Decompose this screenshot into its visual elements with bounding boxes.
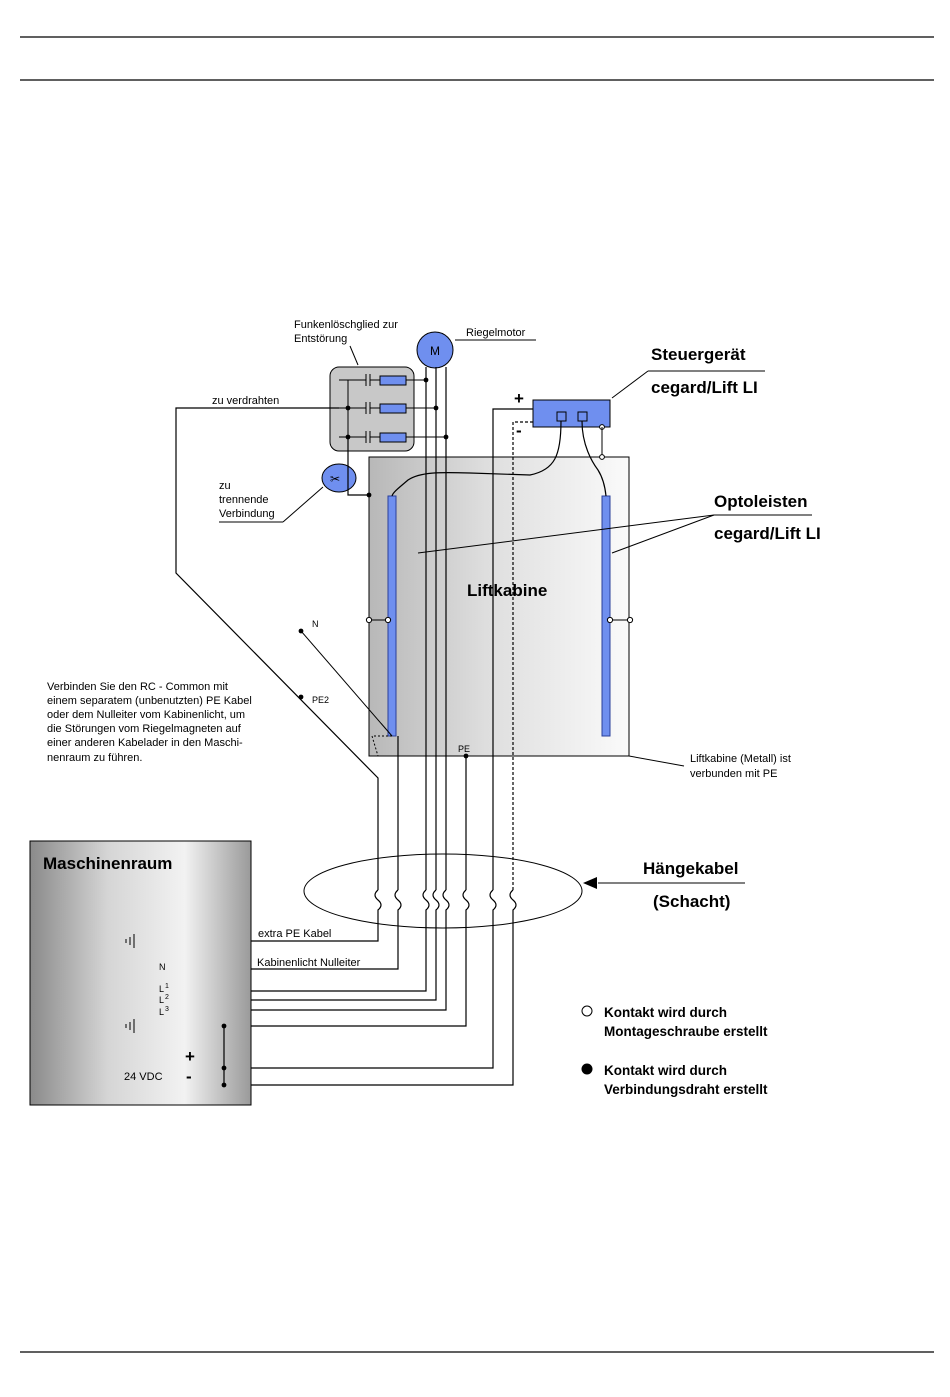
cable-wires [134,889,517,1086]
ground-icon [125,1019,135,1033]
svg-text:Verbinden Sie den RC - Common: Verbinden Sie den RC - Common mit [47,681,228,693]
mr-n-label: N [159,962,166,972]
zu-trennende-3: Verbindung [219,508,275,520]
optoleisten-model: cegard/Lift LI [714,524,821,543]
contact-open [365,616,373,624]
funken-label-1: Funkenlöschglied zur [294,319,398,331]
svg-text:die Störungen vom Riegelmagnet: die Störungen vom Riegelmagneten auf [47,723,242,735]
contact-open [606,616,614,624]
steuergeraet-label: Steuergerät [651,345,746,364]
legend-filled-contact-icon [581,1063,593,1075]
legend-filled-1: Kontakt wird durch [604,1063,727,1078]
pe2-label: PE2 [312,695,329,705]
extra-pe-label: extra PE Kabel [258,928,331,940]
svg-text:einer anderen Kabelader in den: einer anderen Kabelader in den Maschi- [47,737,243,749]
vdc-label: 24 VDC [124,1071,163,1083]
steuergeraet-model: cegard/Lift LI [651,378,758,397]
pe-label: PE [458,744,470,754]
optoleiste-left [387,495,397,737]
rc-element-rows [339,374,446,443]
zu-trennende-2: trennende [219,494,269,506]
minus-top: - [516,421,522,440]
motor-wires [423,367,449,890]
l1-sup: 1 [165,983,169,990]
haengekabel-label: Hängekabel [643,859,738,878]
mr-minus: - [186,1067,192,1086]
scissors-icon: ✂ [330,472,340,486]
plus-top: + [514,389,524,408]
metall-note-2: verbunden mit PE [690,768,777,780]
note-block: Verbinden Sie den RC - Common mit einem … [47,681,252,764]
n-small-label: N [312,619,319,629]
svg-text:oder dem Nulleiter vom Kabinen: oder dem Nulleiter vom Kabinenlicht, um [47,709,245,721]
contact-open [384,616,392,624]
liftkabine-label: Liftkabine [467,581,547,600]
metall-note-1: Liftkabine (Metall) ist [690,753,791,765]
arrow-haengekabel [583,877,597,889]
l3-label: L [159,1007,164,1017]
kabinenlicht-label: Kabinenlicht Nulleiter [257,957,361,969]
svg-text:einem separatem (unbenutzten): einem separatem (unbenutzten) PE Kabel [47,695,252,707]
optoleisten-label: Optoleisten [714,492,808,511]
funken-label-2: Entstörung [294,333,347,345]
legend-open-1: Kontakt wird durch [604,1005,727,1020]
legend-open-2: Montageschraube erstellt [604,1024,768,1039]
rc-filter-box [329,366,415,452]
ground-icon [125,934,135,948]
maschinenraum-box [29,840,252,1106]
schacht-label: (Schacht) [653,892,730,911]
riegelmotor-label: Riegelmotor [466,327,526,339]
haengekabel-ellipse [303,853,583,929]
l3-sup: 3 [165,1006,169,1013]
svg-text:nenraum zu führen.: nenraum zu führen. [47,752,142,764]
riegelmotor-symbol [416,331,454,369]
legend-open-contact-icon [581,1005,593,1017]
l2-label: L [159,995,164,1005]
maschinenraum-label: Maschinenraum [43,854,172,873]
legend-filled-2: Verbindungsdraht erstellt [604,1082,768,1097]
optoleiste-right [601,495,611,737]
mr-plus: + [185,1047,195,1066]
zu-trennende-1: zu [219,480,231,492]
l2-sup: 2 [165,994,169,1001]
motor-letter: M [430,344,440,358]
zu-verdrahten-label: zu verdrahten [212,395,279,407]
liftkabine-box [368,456,630,757]
l1-label: L [159,984,164,994]
steuergeraet-box [532,399,611,428]
contact-open [626,616,634,624]
